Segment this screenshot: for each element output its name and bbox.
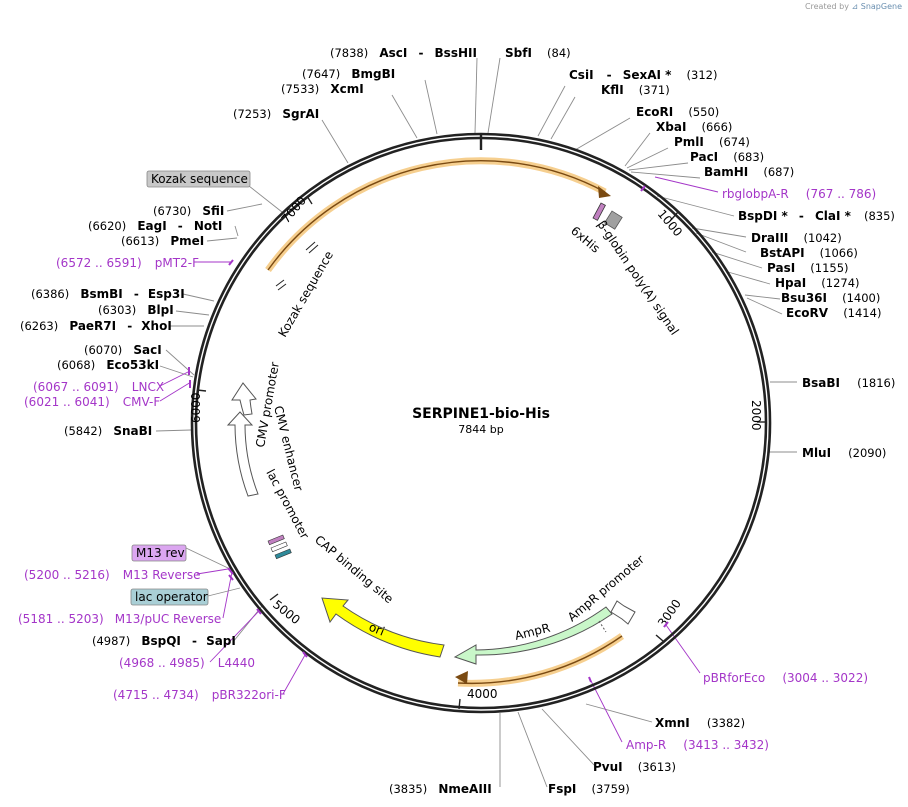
lac-operator-marker [274,548,292,560]
kozak-marks [275,241,319,291]
enzyme-sbfI: SbfI (84) [505,42,571,61]
enzyme-ecoRI: EcoRI (550) [636,101,719,120]
enzyme-eagI-notI: (6620) EagI - NotI [88,215,222,234]
cmv-promoter-arrow [231,382,257,416]
orf-highlight-top [265,157,607,273]
ampr-arrow [453,606,613,665]
primer-L4440: (4968 .. 4985) L4440 [119,652,255,671]
lac-promoter-marker [267,534,285,546]
ampr-promoter-dash [598,620,607,633]
orf-arrowhead-bottom [455,671,468,684]
enzyme-pmlI: PmlI (674) [674,131,750,150]
credit-brand: SnapGene [860,2,902,11]
enzyme-sfiI: (6730) SfiI [153,200,224,219]
enzyme-pasI: PasI (1155) [767,257,849,276]
snapgene-credit: Created by ⊿ SnapGene [805,2,902,11]
enzyme-mluI: MluI (2090) [802,442,886,461]
leader-lines [155,57,797,788]
enzyme-fspI: FspI (3759) [548,778,630,797]
feature-lac-promoter: lac promoter [263,467,311,541]
primer-Amp-R: Amp-R (3413 .. 3432) [626,734,769,753]
his-tag-marker [592,202,606,221]
enzyme-ecoRV: EcoRV (1414) [786,302,881,321]
cmv-enhancer-arrow [226,411,259,497]
enzyme-xbaI: XbaI (666) [656,116,732,135]
m13-rev-label-box [131,544,187,562]
primer-pBR322ori-F: (4715 .. 4734) pBR322ori-F [113,684,286,703]
orf-line-top [267,160,606,271]
enzyme-xmnI: XmnI (3382) [655,712,745,731]
enzyme-sacI: (6070) SacI [84,339,162,358]
scale-label-2000: 2000 [749,400,763,431]
feature-cmv-promoter: CMV promoter [253,361,282,449]
ori-arrow [321,597,445,658]
lac-operator-label: lac operator [135,590,208,604]
enzyme-bsaBI: BsaBI (1816) [802,372,895,391]
feature-cap-binding-site: CAP binding site [312,533,396,607]
credit-prefix: Created by [804,2,849,11]
cap-site-marker [270,541,288,553]
scale-label-1000: 1000 [655,207,685,239]
primer-pMT2-F: (6572 .. 6591) pMT2-F [56,252,199,271]
primer-rbglobpA-R: rbglobpA-R (767 .. 786) [722,183,876,202]
orf-line-bottom [457,635,623,685]
enzyme-csiI-sexai: CsiI - SexAI * (312) [569,64,717,83]
scale-label-3000: 3000 [655,597,684,630]
scale-ticks [196,195,767,710]
m13-rev-label: M13 rev [136,546,185,560]
primer-M13-pUC-Reverse: (5181 .. 5203) M13/pUC Reverse [18,608,221,627]
primer-M13-Reverse: (5200 .. 5216) M13 Reverse [24,564,200,583]
enzyme-pmeI: (6613) PmeI [121,230,204,249]
enzyme-bsu36I: Bsu36I (1400) [781,287,880,306]
primer-pBRforEco: pBRforEco (3004 .. 3022) [703,667,868,686]
primer-markers [188,185,669,683]
enzyme-draIII: DraIII (1042) [751,227,842,246]
enzyme-pacI: PacI (683) [690,146,764,165]
enzyme-sgrAI: (7253) SgrAI [233,103,319,122]
enzyme-bspQI-sapI: (4987) BspQI - SapI [92,630,236,649]
enzyme-paeR7I-xhoI: (6263) PaeR7I - XhoI [20,315,172,334]
feature-ori: ori [367,620,387,639]
kozak-label: Kozak sequence [151,172,248,186]
enzyme-bamHI: BamHI (687) [704,161,794,180]
feature-kozak-sequence: Kozak sequence [275,249,336,340]
primer-LNCX: (6067 .. 6091) LNCX [33,376,164,395]
enzyme-bsmBI-esp3I: (6386) BsmBI - Esp3I [31,283,185,302]
polya-signal-marker [604,210,623,230]
feature-beta-globin-polya: β-globin poly(A) signal [595,218,682,338]
enzyme-kflI: KflI (371) [601,79,670,98]
enzyme-blpI: (6303) BlpI [98,299,174,318]
ampr-promoter-arrow [610,600,636,625]
scale-label-6000: 6000 [189,392,203,423]
scale-label-4000: 4000 [467,687,498,701]
enzyme-eco53kI: (6068) Eco53kI [57,354,159,373]
enzyme-xcmI: (7533) XcmI [281,78,364,97]
orf-arrowhead-top [598,186,611,198]
kozak-label-box [146,170,251,188]
plasmid-size: 7844 bp [458,423,503,436]
enzyme-snaBI: (5842) SnaBI [64,420,152,439]
lac-operator-label-box [130,588,209,606]
enzyme-bspDI-claI: BspDI * - ClaI * (835) [738,205,895,224]
enzyme-bstAPI: BstAPI (1066) [760,242,858,261]
enzyme-ascI-bsshII: (7838) AscI - BssHII [330,42,477,61]
primer-CMV-F: (6021 .. 6041) CMV-F [24,391,160,410]
enzyme-hpaI: HpaI (1274) [775,272,860,291]
scale-label-5000: 5000 [270,597,303,627]
plasmid-name: SERPINE1-bio-His [412,406,550,422]
enzyme-bmgBI: (7647) BmgBI [302,63,395,82]
snapgene-logo-icon: ⊿ [851,2,859,11]
enzyme-pvuI: PvuI (3613) [593,756,676,775]
enzyme-nmeAIII: (3835) NmeAIII [389,778,492,797]
